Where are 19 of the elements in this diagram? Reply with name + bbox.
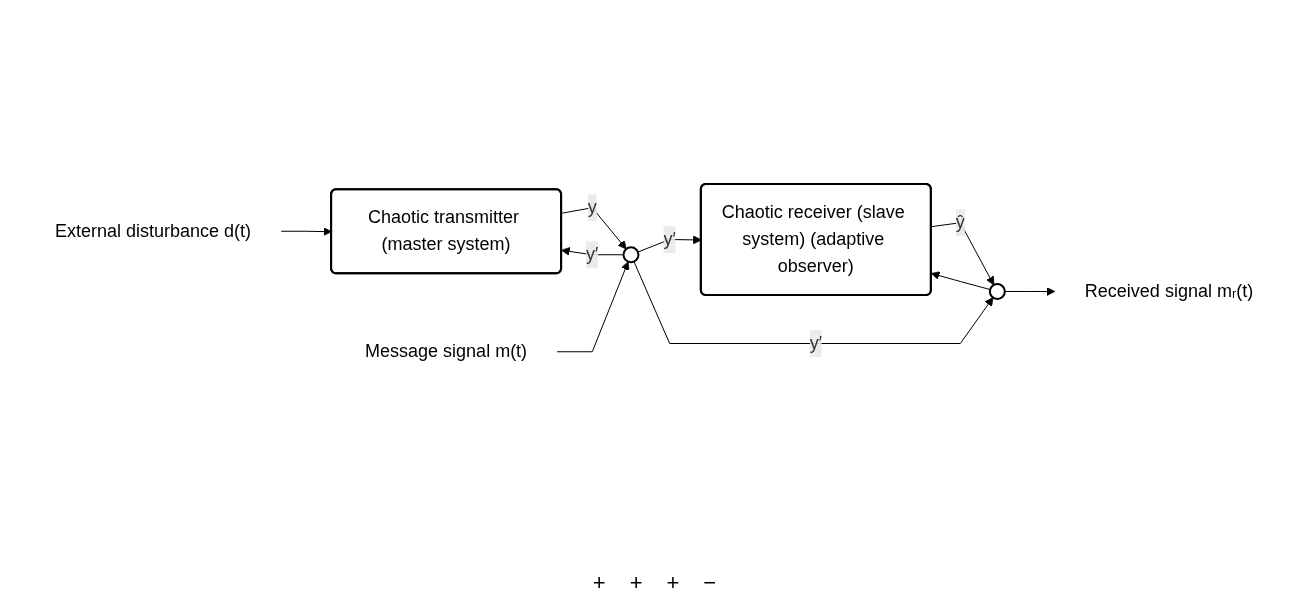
edge-label: ŷ xyxy=(956,212,966,233)
sign-label: + xyxy=(592,570,606,596)
edge-label: y xyxy=(588,197,598,218)
arrow xyxy=(561,207,627,250)
node-text: External disturbance d(t) xyxy=(55,220,252,241)
sign-label: − xyxy=(703,570,717,596)
node-text: Received signal mᵣ(t) xyxy=(1085,280,1254,301)
arrow xyxy=(931,271,991,290)
arrow xyxy=(1004,287,1056,296)
arrow xyxy=(633,261,994,344)
node-circle xyxy=(622,246,640,264)
edge-label: y′ xyxy=(663,228,677,249)
edge-label: y′ xyxy=(810,332,823,353)
node-circle xyxy=(989,282,1007,300)
arrow xyxy=(557,261,630,353)
node-text: Message signal m(t) xyxy=(365,341,528,362)
sign-label: + xyxy=(629,570,643,596)
edge-label: y′ xyxy=(586,244,599,265)
sign-label: + xyxy=(666,570,680,596)
